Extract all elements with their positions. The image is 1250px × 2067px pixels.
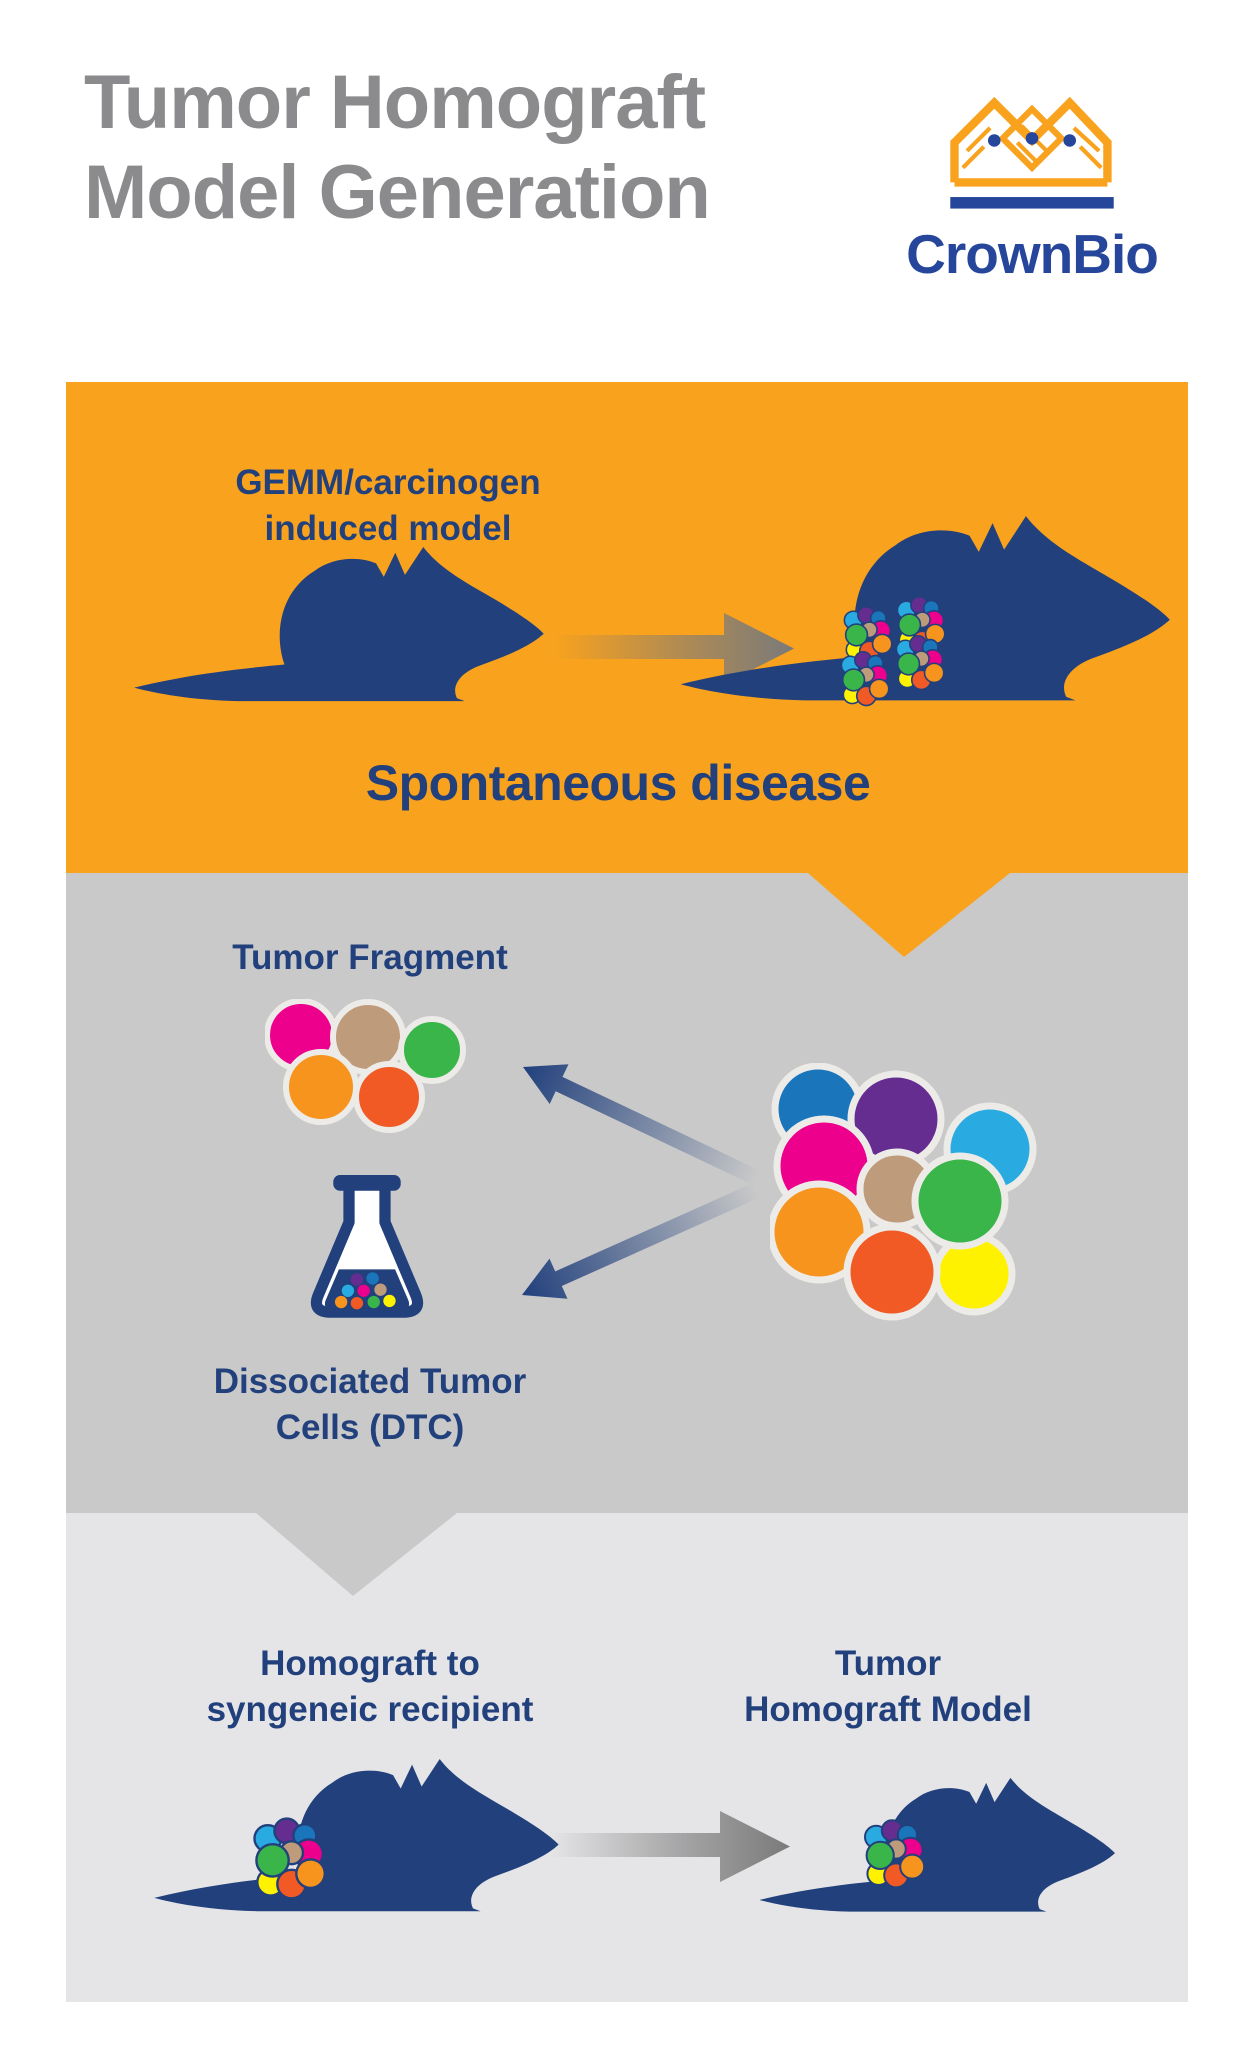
section-connector-chevron (256, 1513, 457, 1596)
tumor-cluster (840, 650, 890, 707)
page-title-line2: Model Generation (84, 150, 711, 235)
page-title: Tumor Homograft Model Generation (84, 58, 711, 238)
recipient-label: Homograft to syngeneic recipient (206, 1644, 534, 1729)
spontaneous-disease-panel: GEMM/carcinogen induced model (66, 382, 1188, 873)
arrow-right-icon (550, 1811, 790, 1882)
spontaneous-disease-caption: Spontaneous disease (365, 755, 871, 811)
section-connector-chevron (808, 873, 1010, 957)
split-arrow-icon (522, 1064, 761, 1299)
dtc-label: Dissociated Tumor Cells (DTC) (213, 1362, 527, 1447)
tumor-fragment-label: Tumor Fragment (232, 938, 508, 977)
dissociated-cells-dots (334, 1272, 396, 1310)
tumor-cluster (895, 634, 945, 691)
homograft-panel: Homograft to syngeneic recipient Tumor H… (66, 1513, 1188, 2002)
crownbio-logo: CrownBio (882, 86, 1182, 286)
crown-icon (950, 96, 1114, 209)
tumor-fragment-cluster (265, 999, 466, 1133)
result-label: Tumor Homograft Model (744, 1644, 1032, 1729)
mouse-icon (154, 1758, 559, 1912)
flask-icon (310, 1175, 424, 1318)
gemm-model-label: GEMM/carcinogen induced model (235, 463, 541, 548)
brand-name: CrownBio (906, 223, 1159, 285)
tumor-mass-cluster (770, 1063, 1037, 1321)
page-title-line1: Tumor Homograft (84, 60, 706, 145)
arrow-right-icon (554, 613, 794, 684)
mouse-icon (134, 546, 544, 702)
tumor-derivation-panel: Tumor Fragment Dissociated Tumor Cells (… (66, 873, 1188, 1513)
mouse-icon (759, 1777, 1115, 1912)
tumor-cluster (864, 1819, 926, 1889)
tumor-cluster (253, 1817, 326, 1900)
